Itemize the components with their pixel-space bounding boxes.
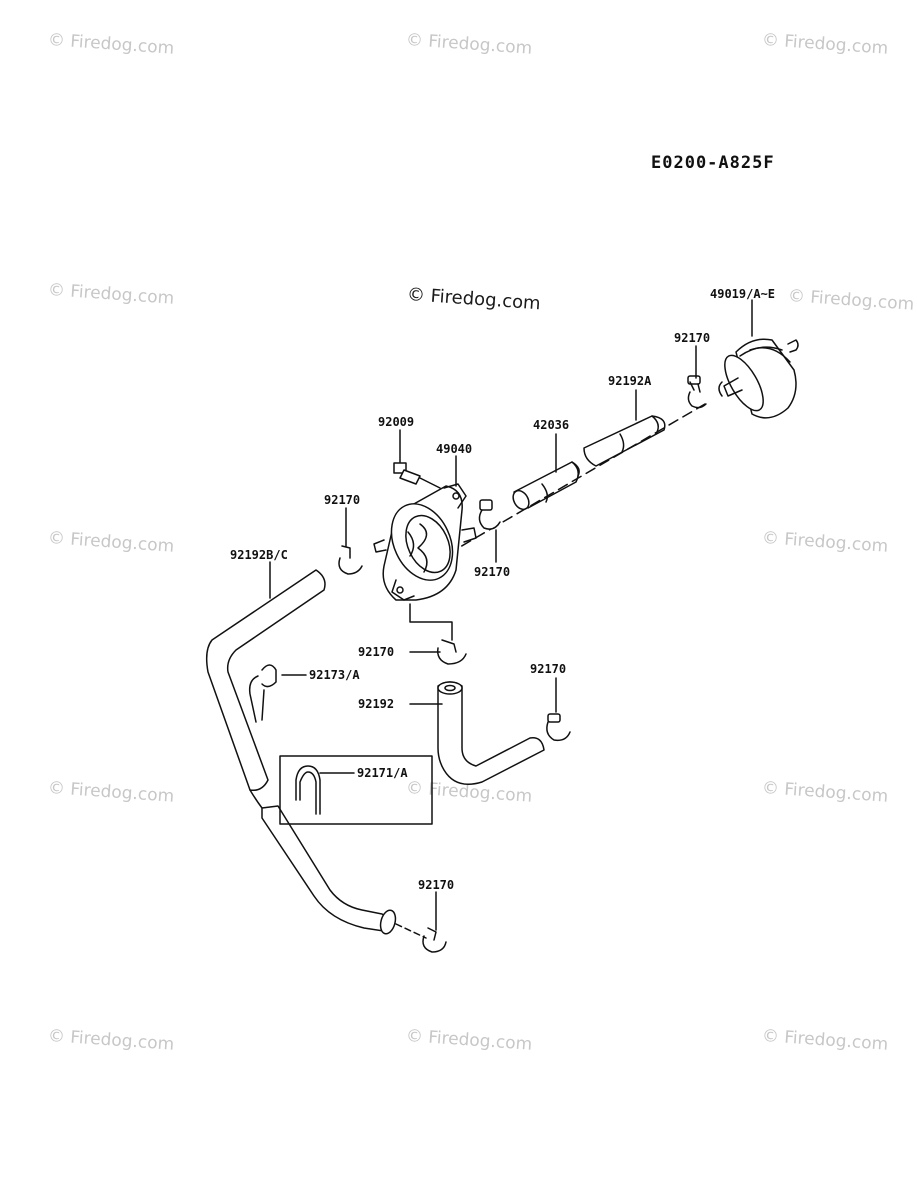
clip-single[interactable] (248, 664, 277, 723)
fuel-filter[interactable] (717, 338, 799, 419)
callout-clamp-pump-left: 92170 (324, 493, 361, 507)
bolt[interactable] (393, 462, 441, 489)
fuel-pump[interactable] (373, 483, 477, 601)
clamp-center[interactable] (436, 639, 467, 665)
clamp-filter[interactable] (687, 375, 707, 409)
callout-clip-single: 92173/A (309, 668, 360, 682)
hose-long[interactable] (205, 569, 398, 935)
callout-hose-upper: 92192A (608, 374, 652, 388)
clamp-bottom[interactable] (395, 923, 447, 953)
hose-lower[interactable] (437, 681, 545, 785)
callout-clamp-lower-right: 92170 (530, 662, 567, 676)
callout-pipe: 42036 (533, 418, 570, 432)
callout-fuel-pump: 49040 (436, 442, 473, 456)
clip-double-box (279, 755, 433, 825)
clamp-pump-right[interactable] (478, 499, 501, 530)
clamp-lower-right[interactable] (546, 713, 571, 742)
callout-hose-lower: 92192 (358, 697, 395, 711)
callout-hose-long: 92192B/C (230, 548, 288, 562)
callout-bolt: 92009 (378, 415, 415, 429)
clamp-pump-left[interactable] (338, 545, 363, 575)
hose-upper[interactable] (583, 415, 666, 467)
diagram-code: E0200-A825F (651, 153, 775, 173)
clip-double[interactable] (295, 765, 321, 815)
callout-clamp-pump-right: 92170 (474, 565, 511, 579)
callout-clamp-center: 92170 (358, 645, 395, 659)
callout-fuel-filter: 49019/A~E (710, 287, 776, 301)
callout-clamp-filter: 92170 (674, 331, 711, 345)
callout-clip-double: 92171/A (357, 766, 408, 780)
pipe[interactable] (510, 461, 580, 512)
callout-clamp-bottom: 92170 (418, 878, 455, 892)
